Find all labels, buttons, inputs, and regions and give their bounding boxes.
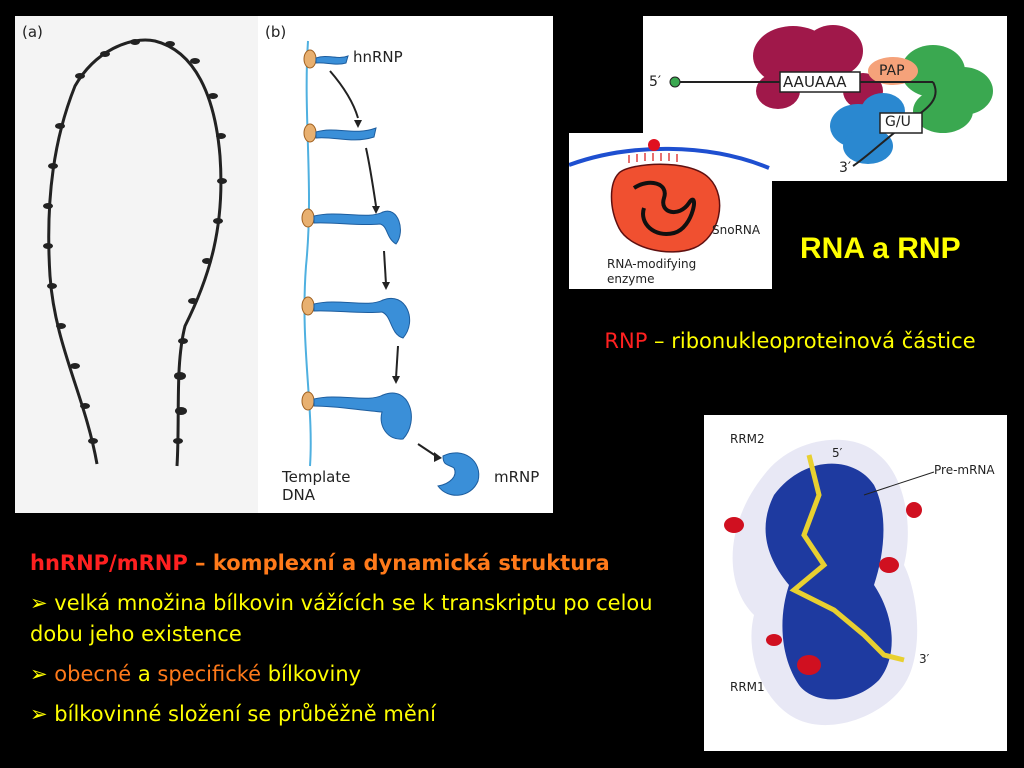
template-label-line2: DNA [282,486,316,504]
figure-b-panel: (b) hnRNP mRNP Template DNA [258,16,553,513]
rnp-definition-text: – ribonukleoproteinová částice [654,329,976,353]
snorna-panel: SnoRNA RNA-modifying enzyme [569,133,772,289]
gu-label: G/U [885,114,911,130]
bullet-item-2-general: obecné [54,662,132,686]
bullet-item-2-and: a [137,662,151,686]
polya-five-prime-label: 5′ [649,74,662,90]
pap-label: PAP [879,63,905,79]
bullet-arrow-icon: ➢ [30,662,48,686]
rrm2-label: RRM2 [730,432,765,446]
bullet-arrow-icon: ➢ [30,702,48,726]
bullet-item-1-text: velká množina bílkovin vážících se k tra… [30,591,653,646]
figure-a-label: (a) [22,23,43,41]
rrm-protein-surface-illustration [724,439,935,726]
slide-title: RNA a RNP [800,232,961,265]
snorna-label: SnoRNA [712,223,761,237]
transcription-diagram [301,40,480,496]
bullet-arrow-icon: ➢ [30,591,48,615]
hnrnp-label: hnRNP [353,48,403,66]
heading-term: hnRNP/mRNP [30,551,188,575]
rrm-five-prime-label: 5′ [832,446,843,460]
enzyme-label-line2: enzyme [607,272,655,286]
bullet-item-3: ➢ bílkovinné složení se průběžně mění [30,699,680,730]
polyadenylation-complex-illustration [669,25,993,167]
bullet-item-2: ➢ obecné a specifické bílkoviny [30,659,680,690]
bullet-item-2-proteins: bílkoviny [267,662,362,686]
bullet-heading: hnRNP/mRNP – komplexní a dynamická struk… [30,548,680,579]
rrm-structure-panel: RRM2 RRM1 5′ 3′ Pre-mRNA [704,415,1007,751]
figure-b-label: (b) [265,23,287,41]
rnp-term: RNP [604,329,648,353]
figure-a-panel: (a) [15,16,258,513]
premrna-label: Pre-mRNA [934,463,995,477]
lampbrush-chromosome-illustration [43,38,227,467]
enzyme-label-line1: RNA-modifying [607,257,697,271]
polya-three-prime-label: 3′ [839,160,852,176]
bullet-item-3-text: bílkovinné složení se průběžně mění [54,702,436,726]
mrnp-label: mRNP [494,468,540,486]
template-label-line1: Template [282,468,351,486]
rrm-three-prime-label: 3′ [919,652,930,666]
rrm1-label: RRM1 [730,680,765,694]
snorna-enzyme-illustration [569,139,770,253]
bullet-text-block: hnRNP/mRNP – komplexní a dynamická struk… [30,548,680,739]
polyadenylation-complex-panel: 5′ AAUAAA PAP G/U 3′ [643,16,1007,181]
rnp-definition: RNP – ribonukleoproteinová částice [600,326,980,356]
bullet-item-1: ➢ velká množina bílkovin vážících se k t… [30,588,680,650]
bullet-item-2-specific: specifické [157,662,262,686]
heading-rest: – komplexní a dynamická struktura [195,551,610,575]
polya-signal-label: AAUAAA [783,73,847,91]
